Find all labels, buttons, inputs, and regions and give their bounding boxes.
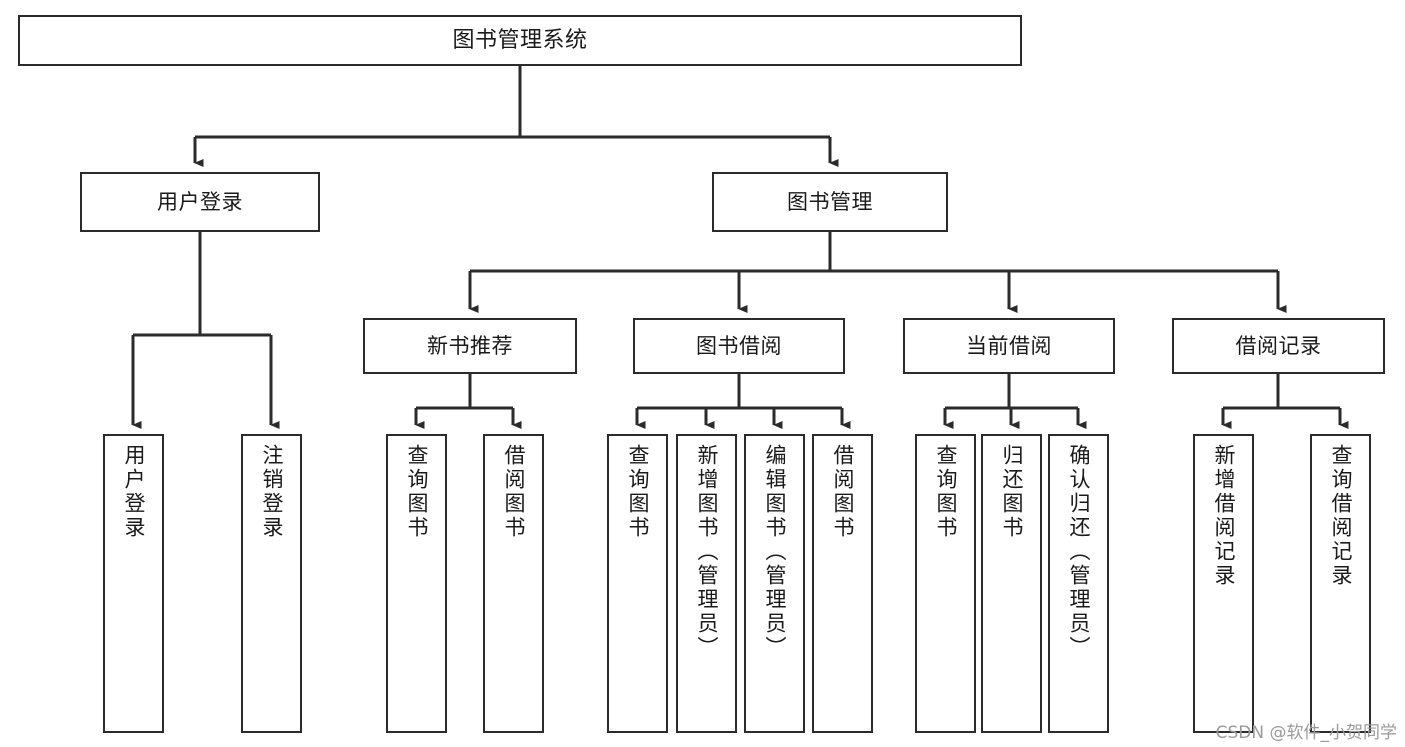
node-label: 图书管理系统 xyxy=(452,27,588,53)
watermark: CSDN @软件_小贺同学 xyxy=(1215,723,1397,743)
leaf-confirm-return-admin[interactable]: 确认归还（管理员） xyxy=(1048,434,1109,733)
node-borrow-record[interactable]: 借阅记录 xyxy=(1172,318,1385,374)
node-label: 查询借阅记录 xyxy=(1329,444,1353,588)
node-label: 用户登录 xyxy=(122,444,146,540)
node-label: 查询图书 xyxy=(405,444,429,540)
node-book-borrow[interactable]: 图书借阅 xyxy=(633,318,845,374)
node-label: 图书管理 xyxy=(787,189,873,214)
node-label: 查询图书 xyxy=(934,444,958,540)
node-new-book-recommend[interactable]: 新书推荐 xyxy=(363,318,577,374)
leaf-query-book-current[interactable]: 查询图书 xyxy=(915,434,976,733)
node-label: 编辑图书（管理员） xyxy=(763,444,787,660)
node-label: 借阅记录 xyxy=(1235,333,1322,358)
node-label: 用户登录 xyxy=(157,189,243,214)
node-label: 新增借阅记录 xyxy=(1212,444,1236,588)
node-label: 查询图书 xyxy=(626,444,650,540)
leaf-edit-book-admin[interactable]: 编辑图书（管理员） xyxy=(744,434,805,733)
node-label: 借阅图书 xyxy=(831,444,855,540)
node-label: 确认归还（管理员） xyxy=(1067,444,1091,660)
node-label: 新书推荐 xyxy=(427,333,513,358)
node-book-management-system[interactable]: 图书管理系统 xyxy=(18,15,1022,66)
leaf-query-book-borrow[interactable]: 查询图书 xyxy=(607,434,668,733)
leaf-logout[interactable]: 注销登录 xyxy=(241,434,302,733)
leaf-query-borrow-record[interactable]: 查询借阅记录 xyxy=(1310,434,1371,733)
node-label: 注销登录 xyxy=(260,444,284,540)
node-label: 当前借阅 xyxy=(966,333,1052,358)
leaf-add-book-admin[interactable]: 新增图书（管理员） xyxy=(676,434,737,733)
node-label: 新增图书（管理员） xyxy=(695,444,719,660)
node-label: 图书借阅 xyxy=(696,333,782,358)
leaf-query-book-recommend[interactable]: 查询图书 xyxy=(386,434,447,733)
leaf-user-login[interactable]: 用户登录 xyxy=(103,434,164,733)
node-user-login[interactable]: 用户登录 xyxy=(80,172,320,232)
node-current-borrow[interactable]: 当前借阅 xyxy=(903,318,1115,374)
node-book-management[interactable]: 图书管理 xyxy=(712,172,948,232)
leaf-return-book[interactable]: 归还图书 xyxy=(981,434,1042,733)
leaf-borrow-book[interactable]: 借阅图书 xyxy=(812,434,873,733)
node-label: 借阅图书 xyxy=(502,444,526,540)
node-label: 归还图书 xyxy=(1000,444,1024,540)
leaf-add-borrow-record[interactable]: 新增借阅记录 xyxy=(1193,434,1254,733)
leaf-borrow-book-recommend[interactable]: 借阅图书 xyxy=(483,434,544,733)
